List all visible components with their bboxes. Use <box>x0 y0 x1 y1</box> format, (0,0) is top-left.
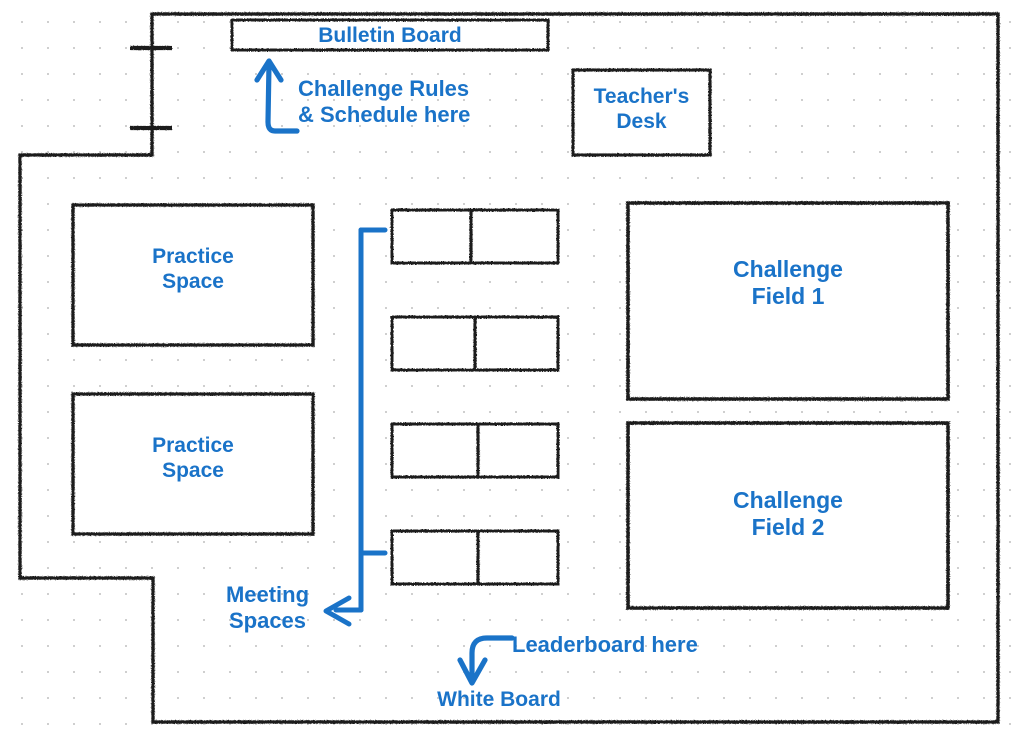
teachers-desk-shape <box>571 68 712 157</box>
practice-space-1-shape <box>71 203 315 347</box>
meeting-spaces-bracket-icon <box>323 227 388 627</box>
practice-space-shapes <box>71 203 315 536</box>
leaderboard-arrow-icon <box>457 635 515 686</box>
meeting-table-shapes <box>390 208 560 586</box>
challenge-field-1-shape <box>626 201 950 401</box>
challenge-field-shapes <box>626 201 950 610</box>
wall-opening-marks <box>130 45 172 131</box>
challenge-rules-arrow-icon <box>254 58 300 134</box>
meeting-table-3-shape <box>390 422 560 479</box>
room-walls <box>18 12 1000 724</box>
meeting-table-1-shape <box>390 208 560 265</box>
practice-space-2-shape <box>71 392 315 536</box>
bulletin-board-shape <box>230 18 550 52</box>
challenge-field-2-shape <box>626 421 950 610</box>
meeting-table-4-shape <box>390 529 560 586</box>
